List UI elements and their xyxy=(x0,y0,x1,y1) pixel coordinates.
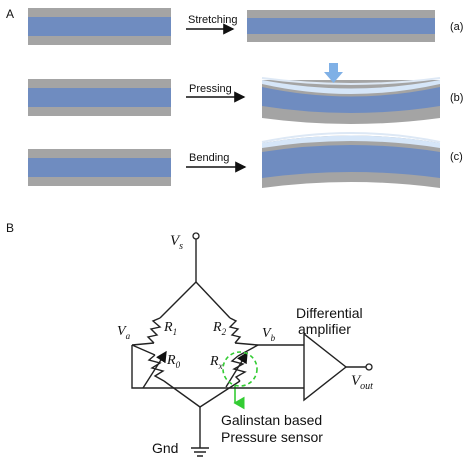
panel-a-label: A xyxy=(6,7,14,21)
label-bending: Bending xyxy=(189,152,229,164)
sensor-caption-line2: Pressure sensor xyxy=(221,429,323,445)
strip-c-bent xyxy=(261,132,441,188)
sensor-caption-line1: Galinstan based xyxy=(221,412,322,428)
tag-c: (c) xyxy=(450,151,463,163)
panel-b-label: B xyxy=(6,221,14,235)
amplifier-label-line1: Differential xyxy=(296,305,363,321)
output-terminal xyxy=(365,363,373,371)
r2-label: R2 xyxy=(212,320,227,337)
output-label: Vout xyxy=(351,373,373,392)
supply-label: Vs xyxy=(170,233,183,252)
strip-a-original xyxy=(28,8,171,45)
amplifier-triangle xyxy=(303,332,348,402)
sensor-highlight-circle xyxy=(222,351,258,387)
supply-terminal xyxy=(192,232,200,240)
node-a-label: Va xyxy=(117,324,131,341)
strip-b-original xyxy=(28,79,171,116)
ground-icon xyxy=(191,447,209,457)
label-pressing: Pressing xyxy=(189,83,232,95)
strip-c-original xyxy=(28,149,171,186)
amplifier-label-line2: amplifier xyxy=(298,321,351,337)
resistor-r2 xyxy=(195,281,259,346)
node-b-label: Vb xyxy=(262,326,276,343)
resistor-r1 xyxy=(131,281,197,346)
label-stretching: Stretching xyxy=(188,14,238,26)
tag-a: (a) xyxy=(450,21,463,33)
strip-a-stretched xyxy=(247,10,435,42)
rx-label: Rx xyxy=(209,354,223,371)
ground-label: Gnd xyxy=(152,440,178,456)
r1-label: R1 xyxy=(163,320,177,337)
resistor-rx xyxy=(199,344,259,408)
press-down-arrow-icon xyxy=(324,63,343,83)
r0-label: R0 xyxy=(166,353,181,370)
wire-va-to-amp xyxy=(131,345,304,389)
tag-b: (b) xyxy=(450,92,463,104)
resistor-r0 xyxy=(131,344,201,408)
strip-b-pressed xyxy=(261,77,441,124)
